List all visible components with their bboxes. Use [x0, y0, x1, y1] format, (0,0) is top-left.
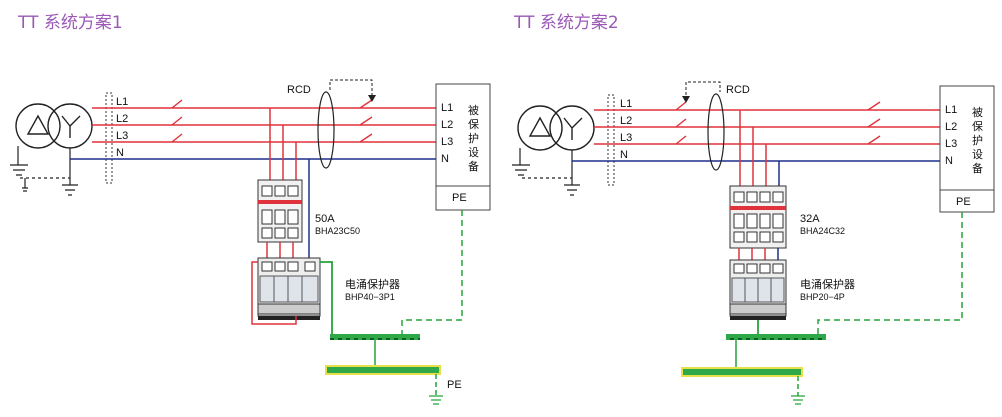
phase-label: L3 [620, 132, 632, 144]
equip-name-char: 被 [468, 104, 479, 117]
equip-name-char: 设 [972, 148, 983, 161]
rcd-link [685, 81, 721, 100]
equip-phase: L2 [441, 119, 453, 131]
diagram2: L1 L2 L3 N RCD L1 L2 L3 N 被 保 护 设 备 PE [512, 81, 995, 405]
phase-label: N [116, 147, 124, 159]
ground-busbar [325, 365, 441, 375]
equip-name-char: 设 [468, 146, 479, 159]
ground-pe-label: PE [447, 379, 462, 391]
phase-label: L2 [116, 113, 128, 125]
breaker-model: BHA24C32 [800, 226, 845, 236]
spd-name: 电涌保护器 [800, 277, 855, 291]
equip-phase: N [945, 155, 953, 167]
phase-label: L1 [116, 96, 128, 108]
protected-equipment [435, 83, 491, 211]
equip-name-char: 护 [972, 133, 983, 147]
rcd-label: RCD [726, 84, 750, 96]
breaker-module [257, 179, 303, 243]
breaker-module [729, 185, 787, 249]
equip-pe-label: PE [956, 196, 971, 208]
equip-phase: N [441, 153, 449, 165]
transformer-ground [10, 146, 78, 196]
ground-symbol [791, 395, 805, 405]
transformer-symbol [15, 103, 93, 149]
transformer-ground [512, 148, 580, 196]
rcd-label: RCD [287, 84, 311, 96]
diagram2-title: TT 系统方案2 [514, 13, 619, 33]
equip-pe-label: PE [452, 192, 467, 204]
breaker-rating: 32A [800, 213, 820, 225]
spd-name: 电涌保护器 [345, 277, 400, 291]
equip-name-char: 备 [972, 161, 983, 175]
spd-model: BHP20−4P [800, 292, 845, 302]
transformer-symbol [517, 105, 595, 151]
equip-phase: L1 [441, 102, 453, 114]
phase-label: L3 [116, 130, 128, 142]
phase-label: L1 [620, 98, 632, 110]
phase-label: N [620, 149, 628, 161]
pe-busbar [726, 334, 826, 340]
rcd-core [317, 91, 335, 169]
isolation-box [607, 94, 615, 186]
phase-label: L2 [620, 115, 632, 127]
breaker-rating: 50A [315, 213, 335, 225]
breaker-model: BHA23C50 [315, 226, 360, 236]
pe-busbar [330, 334, 420, 340]
ground-busbar [681, 367, 803, 377]
spd-model: BHP40−3P1 [345, 292, 395, 302]
equip-phase: L1 [945, 104, 957, 116]
isolation-box [105, 92, 113, 184]
diagram1: L1 L2 L3 N RCD L1 L2 L3 N 被 保 护 设 备 PE [10, 79, 491, 405]
equip-name-char: 保 [468, 117, 479, 131]
equip-phase: L3 [945, 138, 957, 150]
equip-name-char: 护 [468, 131, 479, 145]
rcd-link [329, 79, 373, 100]
equip-phase: L2 [945, 121, 957, 133]
ground-symbol [429, 395, 443, 405]
equip-name-char: 被 [972, 106, 983, 119]
rcd-core [707, 93, 725, 171]
protected-equipment [939, 85, 995, 213]
equip-phase: L3 [441, 136, 453, 148]
spd-module [257, 257, 321, 320]
equip-name-char: 保 [972, 119, 983, 133]
equip-name-char: 备 [468, 159, 479, 173]
diagram1-title: TT 系统方案1 [18, 13, 123, 33]
spd-module [729, 259, 787, 320]
